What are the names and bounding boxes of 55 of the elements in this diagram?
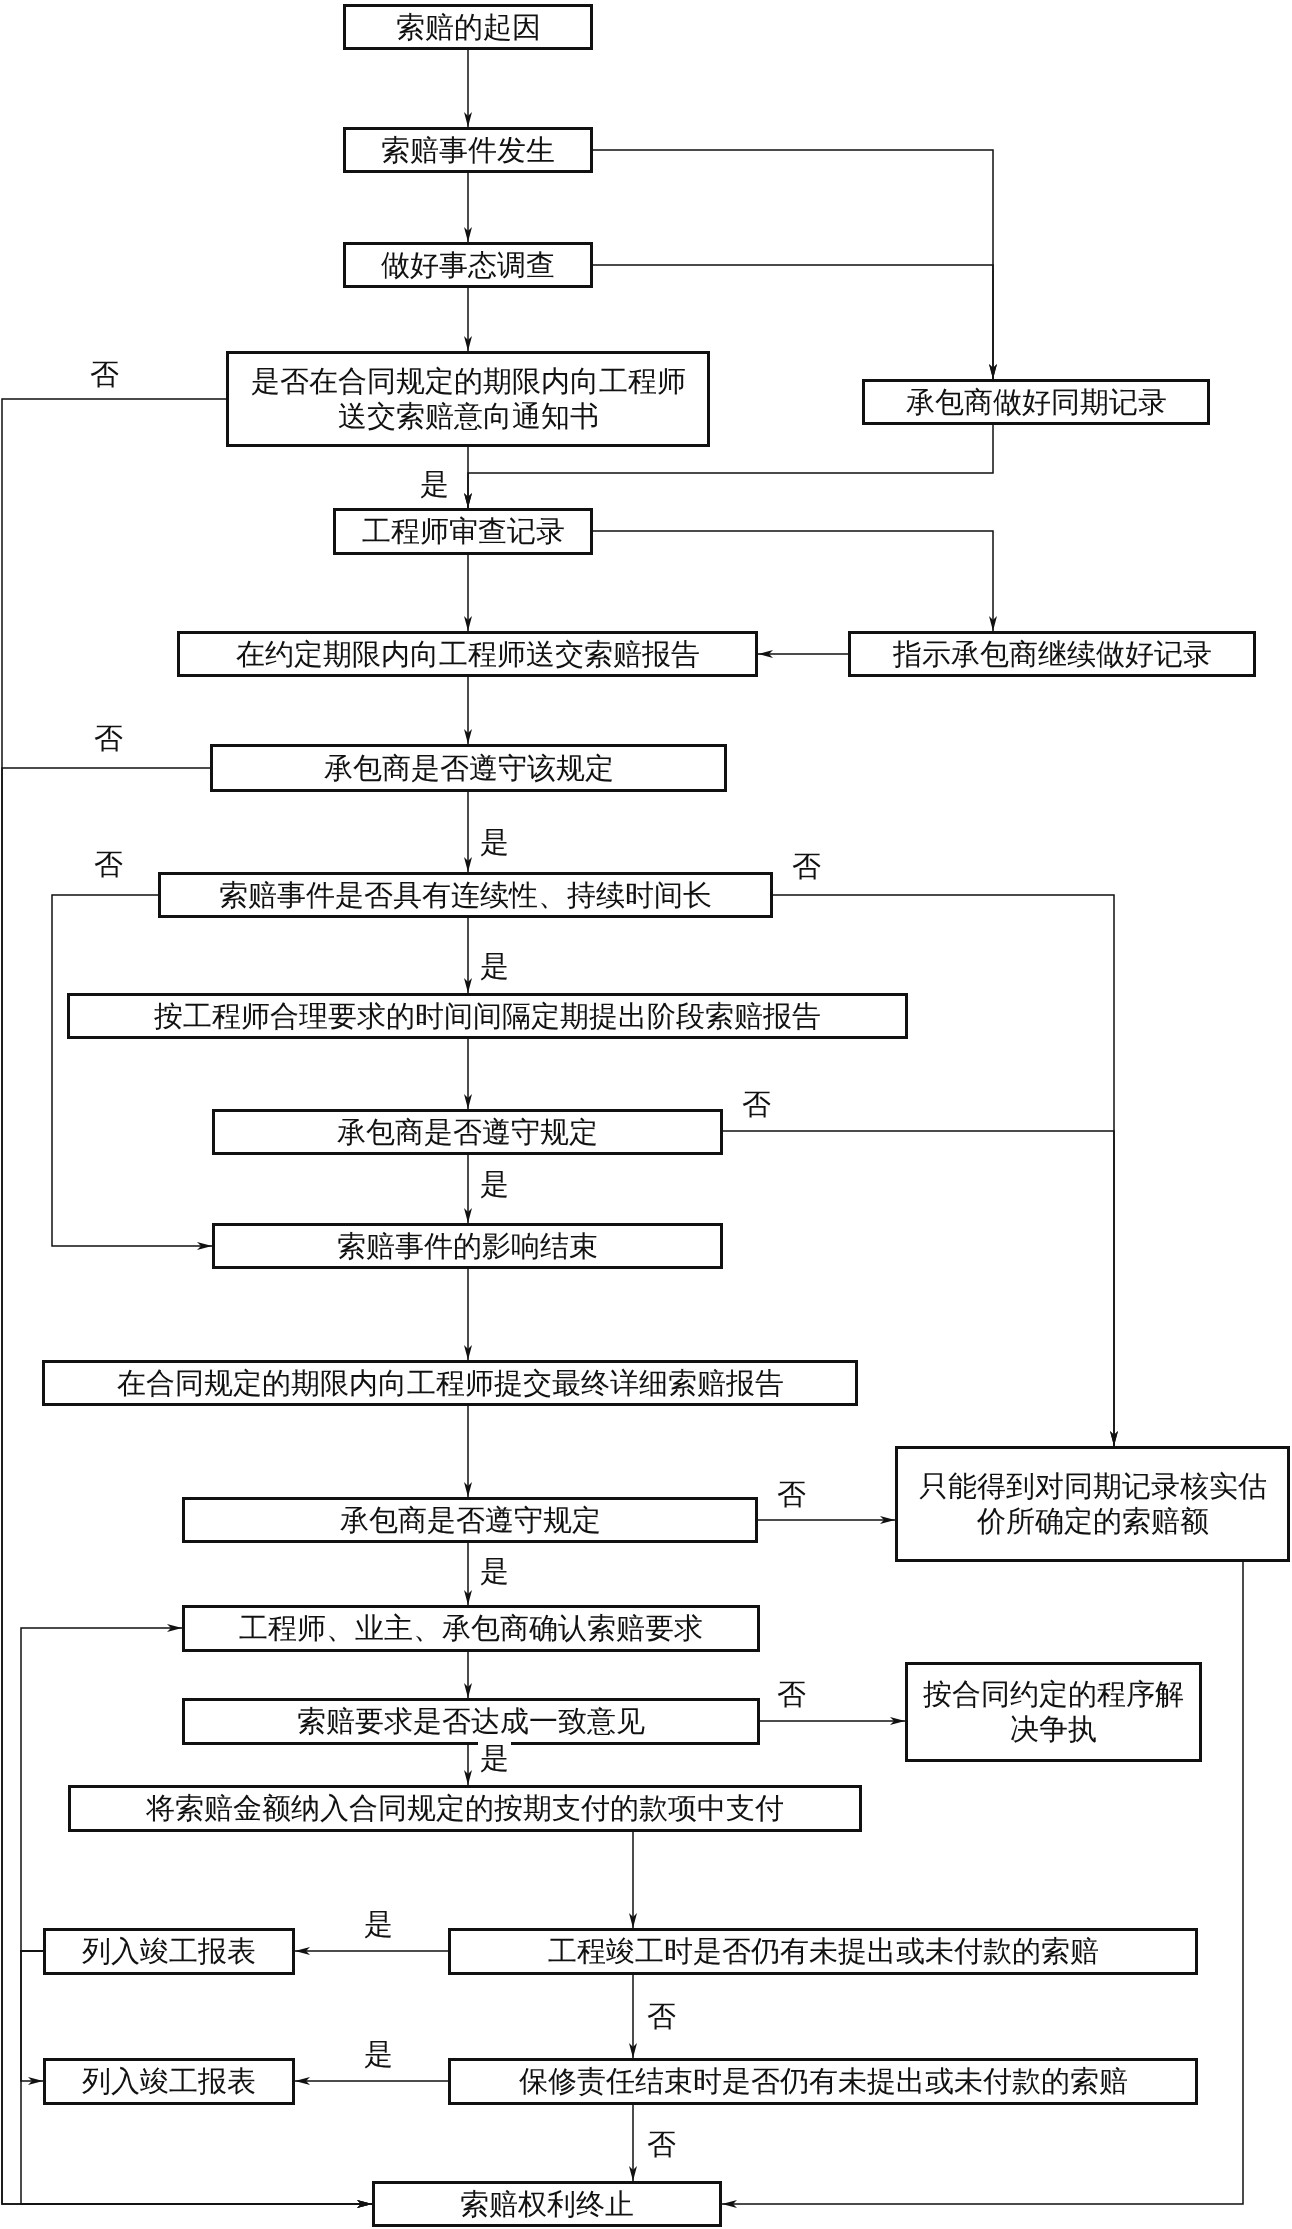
arrow	[464, 917, 472, 994]
arrow	[759, 1717, 906, 1725]
process-box: 承包商是否遵守该规定	[210, 744, 727, 792]
arrow	[464, 1651, 472, 1699]
process-box: 保修责任结束时是否仍有未提出或未付款的索赔	[448, 2058, 1198, 2105]
arrow	[464, 791, 472, 873]
arrow	[721, 1561, 1244, 2208]
arrow	[592, 264, 997, 380]
process-box: 承包商是否遵守规定	[182, 1497, 758, 1543]
process-box: 是否在合同规定的期限内向工程师送交索赔意向通知书	[226, 351, 710, 447]
process-box: 索赔事件的影响结束	[212, 1223, 723, 1269]
arrow	[464, 554, 472, 632]
arrow	[629, 2104, 637, 2182]
process-box: 在合同规定的期限内向工程师提交最终详细索赔报告	[42, 1360, 858, 1406]
arrow	[629, 1974, 637, 2059]
process-box: 索赔要求是否达成一致意见	[182, 1698, 760, 1745]
arrow	[464, 1405, 472, 1498]
arrow	[464, 1744, 472, 1786]
process-box: 列入竣工报表	[43, 2058, 295, 2105]
process-box: 索赔的起因	[343, 4, 593, 50]
arrow	[464, 287, 472, 352]
arrow	[629, 1831, 637, 1929]
arrow	[51, 894, 213, 1250]
process-box: 列入竣工报表	[43, 1928, 295, 1975]
arrow	[592, 530, 997, 632]
process-box: 按工程师合理要求的时间间隔定期提出阶段索赔报告	[67, 993, 908, 1039]
arrow	[464, 1268, 472, 1361]
arrow	[294, 2077, 449, 2085]
process-box: 索赔事件是否具有连续性、持续时间长	[158, 872, 773, 918]
process-box: 按合同约定的程序解决争执	[905, 1662, 1202, 1762]
arrow	[722, 1130, 1118, 1447]
edge-label: 是	[478, 1742, 511, 1776]
arrow	[757, 650, 849, 658]
process-box: 将索赔金额纳入合同规定的按期支付的款项中支付	[68, 1785, 862, 1832]
arrow	[757, 1516, 896, 1524]
process-box: 工程师审查记录	[333, 508, 593, 555]
arrow	[294, 1947, 449, 1955]
process-box: 只能得到对同期记录核实估价所确定的索赔额	[895, 1446, 1290, 1562]
process-box: 指示承包商继续做好记录	[848, 631, 1256, 677]
arrow	[464, 424, 994, 509]
arrow	[464, 1542, 472, 1606]
arrow	[20, 1624, 183, 1952]
process-box: 承包商是否遵守规定	[212, 1109, 723, 1155]
arrow	[464, 172, 472, 243]
process-box: 做好事态调查	[343, 242, 593, 288]
arrow	[464, 1154, 472, 1224]
arrow	[464, 1038, 472, 1110]
arrow	[464, 49, 472, 128]
process-box: 索赔权利终止	[372, 2181, 722, 2227]
process-box: 工程竣工时是否仍有未提出或未付款的索赔	[448, 1928, 1198, 1975]
process-box: 承包商做好同期记录	[862, 379, 1210, 425]
process-box: 索赔事件发生	[343, 127, 593, 173]
arrow	[464, 676, 472, 745]
process-box: 在约定期限内向工程师送交索赔报告	[177, 631, 758, 677]
process-box: 工程师、业主、承包商确认索赔要求	[182, 1605, 760, 1652]
